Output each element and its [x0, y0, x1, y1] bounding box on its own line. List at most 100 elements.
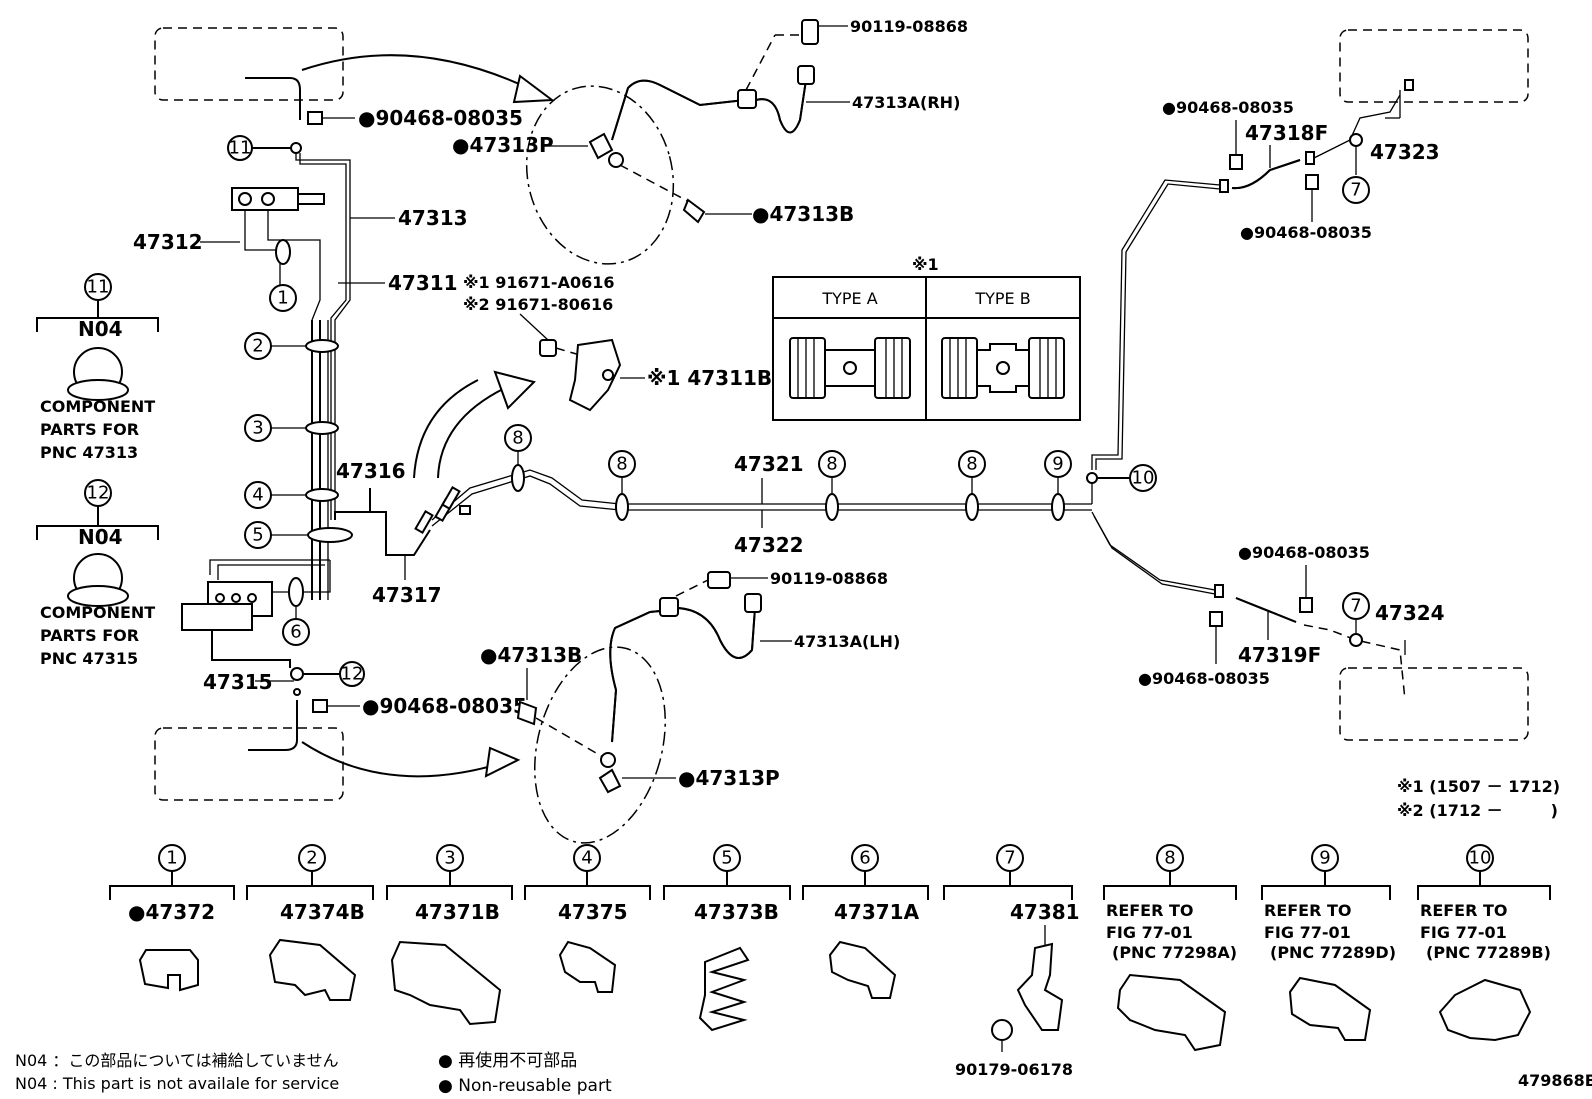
- label-47321: 47321: [734, 452, 804, 476]
- note-11-line2: PARTS FOR: [40, 420, 139, 439]
- callout-8-d: [958, 450, 986, 478]
- clamp-cat-1-num: 1: [166, 848, 177, 869]
- label-91671-2: ※2 91671-80616: [463, 295, 613, 314]
- arrow-top-left-head: [512, 74, 555, 104]
- hose-47313A-LH: [609, 609, 671, 743]
- label-47323: 47323: [1370, 140, 1440, 164]
- top-left-dashed-box: [154, 27, 344, 101]
- detail-ellipse-top: [525, 85, 675, 265]
- type-table-marker: ※1: [912, 255, 939, 274]
- callout-3-text: 3: [252, 418, 263, 439]
- note-date-2: ※2 (1712 － ): [1397, 801, 1558, 820]
- label-90119-bottom: 90119-08868: [770, 569, 888, 588]
- label-90468-tr-1: ●90468-08035: [1162, 98, 1294, 117]
- label-47313B-bottom: ●47313B: [480, 643, 582, 667]
- note-n04-en: N04 : This part is not availale for serv…: [15, 1074, 339, 1093]
- clamp-8-c: [825, 493, 839, 521]
- note-12-line1: COMPONENT: [40, 603, 155, 622]
- type-b-label: TYPE B: [974, 289, 1030, 308]
- callout-12: [339, 661, 365, 687]
- clamp-icon-47381: [1016, 942, 1064, 1031]
- line-47313-upper: [295, 153, 351, 520]
- label-47317: 47317: [372, 583, 442, 607]
- label-47313B-top: ●47313B: [752, 202, 854, 226]
- label-47324: 47324: [1375, 601, 1445, 625]
- callout-8a-text: 8: [512, 428, 523, 449]
- label-47313: 47313: [398, 206, 468, 230]
- clamp-icon-77289D: [1288, 976, 1372, 1041]
- bolt-91671: [539, 339, 557, 357]
- line-47317: [369, 488, 431, 556]
- clamp-cat-1-part: ●47372: [128, 900, 215, 924]
- callout-8-b: [608, 450, 636, 478]
- label-47313A-LH: 47313A(LH): [794, 632, 900, 651]
- clamp-cat-9-num: 9: [1319, 848, 1330, 869]
- note-11-line3: PNC 47313: [40, 443, 138, 462]
- clamp-cat-5-num: 5: [721, 848, 732, 869]
- detail-ellipse-bottom: [534, 646, 666, 844]
- clamp-cat-2-part: 47374B: [280, 900, 365, 924]
- label-47313P-bottom: ●47313P: [678, 766, 780, 790]
- callout-10-text: 10: [1132, 468, 1155, 489]
- note-12-line2: PARTS FOR: [40, 626, 139, 645]
- arrow-bottom-left-head: [484, 746, 521, 778]
- type-b-grommet-icon: [941, 337, 1065, 399]
- arrow-to-bracket: [437, 387, 506, 479]
- clamp-cat-7-sub: 90179-06178: [955, 1060, 1073, 1079]
- label-90468-br-1: ●90468-08035: [1238, 543, 1370, 562]
- type-a-label: TYPE A: [821, 289, 877, 308]
- label-90119-top: 90119-08868: [850, 17, 968, 36]
- clamp-cat-3-num: 3: [444, 848, 455, 869]
- bracket-47311B: [568, 338, 622, 412]
- clamp-cat-8-num: 8: [1164, 848, 1175, 869]
- bolt-90119-top: [801, 19, 819, 45]
- clamp-6: [288, 577, 304, 607]
- clamp-cat-8-ref3: (PNC 77298A): [1112, 943, 1237, 962]
- clamp-8-a: [511, 464, 525, 492]
- label-47313A-RH: 47313A(RH): [852, 93, 960, 112]
- clamp-cat-3-part: 47371B: [415, 900, 500, 924]
- clamp-cat-8-ref1: REFER TO: [1106, 901, 1194, 920]
- clamp-8-b: [615, 493, 629, 521]
- note-n04-ja: N04 ：この部品については補給していません: [15, 1051, 339, 1070]
- note-12-num: 12: [87, 483, 110, 504]
- clamp-cat-7-part: 47381: [1010, 900, 1080, 924]
- clamp-5: [307, 527, 353, 543]
- callout-8-a: [504, 424, 532, 452]
- label-47315: 47315: [203, 670, 273, 694]
- clamp-cat-7-num: 7: [1004, 848, 1015, 869]
- label-47318F: 47318F: [1245, 121, 1328, 145]
- note-date-1: ※1 (1507 － 1712): [1397, 777, 1560, 796]
- callout-7a-text: 7: [1350, 180, 1361, 201]
- callout-4-text: 4: [252, 485, 263, 506]
- clamp-icon-47375: [558, 940, 617, 993]
- label-47313P-top: ●47313P: [452, 133, 554, 157]
- line-rear-upper-right: [1091, 179, 1221, 470]
- clamp-cat-4-num: 4: [581, 848, 592, 869]
- label-47312: 47312: [133, 230, 203, 254]
- clamp-cat-2-num: 2: [306, 848, 317, 869]
- clamp-cat-6-part: 47371A: [834, 900, 920, 924]
- clamp-icon-47372: [138, 949, 199, 992]
- note-12-code: N04: [78, 525, 123, 549]
- note-nonreusable-en: ● Non-reusable part: [438, 1076, 612, 1096]
- label-90468-mid-left: ●90468-08035: [362, 694, 527, 718]
- callout-7-a: [1342, 176, 1370, 204]
- callout-1: [269, 284, 297, 312]
- clamp-cat-6-num: 6: [859, 848, 870, 869]
- note-11-code: N04: [78, 317, 123, 341]
- clamp-cat-9-ref2: FIG 77-01: [1264, 923, 1351, 942]
- label-90468-top-left: ●90468-08035: [358, 106, 523, 130]
- label-47311: 47311: [388, 271, 458, 295]
- callout-12-text: 12: [341, 664, 364, 685]
- callout-6: [282, 618, 310, 646]
- clamp-cat-8-ref2: FIG 77-01: [1106, 923, 1193, 942]
- bottom-right-dashed-box: [1339, 667, 1529, 741]
- clamp-icon-47373B: [698, 946, 750, 1032]
- label-90468-br-2: ●90468-08035: [1138, 669, 1270, 688]
- bottom-left-dashed-box: [154, 727, 344, 801]
- clip-icon-top-left: [307, 111, 323, 125]
- clip-icon-mid-left: [312, 699, 328, 713]
- clamp-cat-5-part: 47373B: [694, 900, 779, 924]
